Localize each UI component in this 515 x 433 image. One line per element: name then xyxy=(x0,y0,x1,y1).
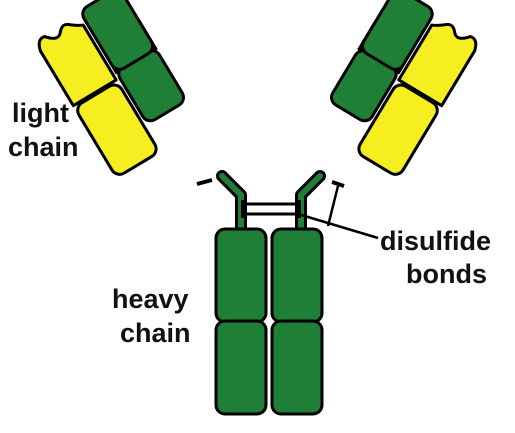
hinge-region xyxy=(216,170,326,238)
light-chain-label-line2: chain xyxy=(8,132,79,162)
disulfide-leader-lines xyxy=(297,185,379,240)
heavy-chain-right-ch2-domain xyxy=(270,227,324,324)
heavy-chain-label-line2: chain xyxy=(120,318,191,348)
left-light-heavy-disulfide-bond xyxy=(196,178,213,186)
left-fab-arm xyxy=(37,0,185,176)
right-hinge-connector-fill xyxy=(298,173,323,235)
left-light-chain-vl-domain xyxy=(37,22,118,108)
hinge-bond-marker-left xyxy=(241,200,247,218)
leader-line-arm xyxy=(326,185,340,227)
heavy-chain-right-ch3-domain xyxy=(270,319,324,416)
disulfide-bonds-label-line1: disulfide xyxy=(380,226,491,256)
light-chain-label-line1: light xyxy=(12,98,69,128)
hinge-bond-marker-right xyxy=(295,200,301,218)
heavy-chain-label-line1: heavy xyxy=(112,284,189,314)
left-light-chain-cl-domain xyxy=(76,83,158,176)
left-heavy-chain-vh-domain xyxy=(81,0,155,71)
leader-line-hinge xyxy=(297,212,379,240)
right-light-chain-vl-domain xyxy=(397,22,478,108)
heavy-chain-left-ch3-domain xyxy=(214,319,268,416)
fc-region xyxy=(214,227,324,416)
left-hinge-connector-fill xyxy=(219,173,244,235)
right-heavy-chain-vh-domain xyxy=(360,0,434,71)
heavy-chain-left-ch2-domain xyxy=(214,227,268,324)
disulfide-bonds xyxy=(196,178,345,218)
right-light-heavy-disulfide-bond xyxy=(331,180,345,188)
right-fab-arm xyxy=(330,0,478,176)
disulfide-bonds-label-line2: bonds xyxy=(406,259,487,289)
right-light-chain-cl-domain xyxy=(357,83,439,176)
